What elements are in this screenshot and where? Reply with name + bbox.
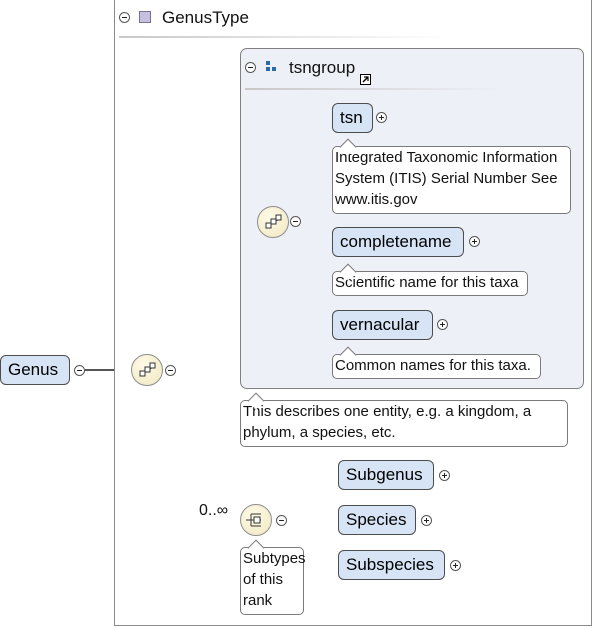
annotation-tsn: Integrated Taxonomic Information System … <box>332 146 571 214</box>
sequence-icon[interactable] <box>131 354 163 386</box>
expand-icon[interactable] <box>437 319 448 330</box>
annotation-completename: Scientific name for this taxa <box>332 271 528 296</box>
expand-icon[interactable] <box>469 236 480 247</box>
expand-icon[interactable] <box>421 515 432 526</box>
choice-icon[interactable] <box>240 504 272 536</box>
complex-type-title: GenusType <box>162 8 249 27</box>
external-link-icon[interactable] <box>360 74 371 85</box>
element-species[interactable]: Species <box>338 505 416 535</box>
expand-icon[interactable] <box>439 470 450 481</box>
group-icon <box>266 60 278 72</box>
annotation-complex-type: This describes one entity, e.g. a kingdo… <box>240 400 568 447</box>
occurrence-label: 0..∞ <box>199 502 229 519</box>
element-completename[interactable]: completename <box>332 227 464 257</box>
collapse-icon[interactable] <box>290 216 301 227</box>
annotation-choice: Subtypes of this rank <box>240 547 306 615</box>
header-separator <box>119 36 449 38</box>
group-title: tsngroup <box>289 58 356 77</box>
collapse-icon[interactable] <box>74 365 85 376</box>
collapse-icon[interactable] <box>119 12 130 23</box>
element-genus[interactable]: Genus <box>0 355 70 385</box>
collapse-icon[interactable] <box>165 365 176 376</box>
collapse-icon[interactable] <box>276 515 287 526</box>
element-tsn[interactable]: tsn <box>332 103 373 133</box>
element-subspecies[interactable]: Subspecies <box>338 550 445 580</box>
group-header-separator <box>245 88 505 90</box>
expand-icon[interactable] <box>376 112 387 123</box>
element-subgenus[interactable]: Subgenus <box>338 460 434 490</box>
sequence-icon[interactable] <box>257 206 289 238</box>
annotation-vernacular: Common names for this taxa. <box>332 354 541 379</box>
element-vernacular[interactable]: vernacular <box>332 310 433 340</box>
collapse-icon[interactable] <box>245 62 256 73</box>
complex-type-icon <box>139 11 151 23</box>
expand-icon[interactable] <box>450 560 461 571</box>
